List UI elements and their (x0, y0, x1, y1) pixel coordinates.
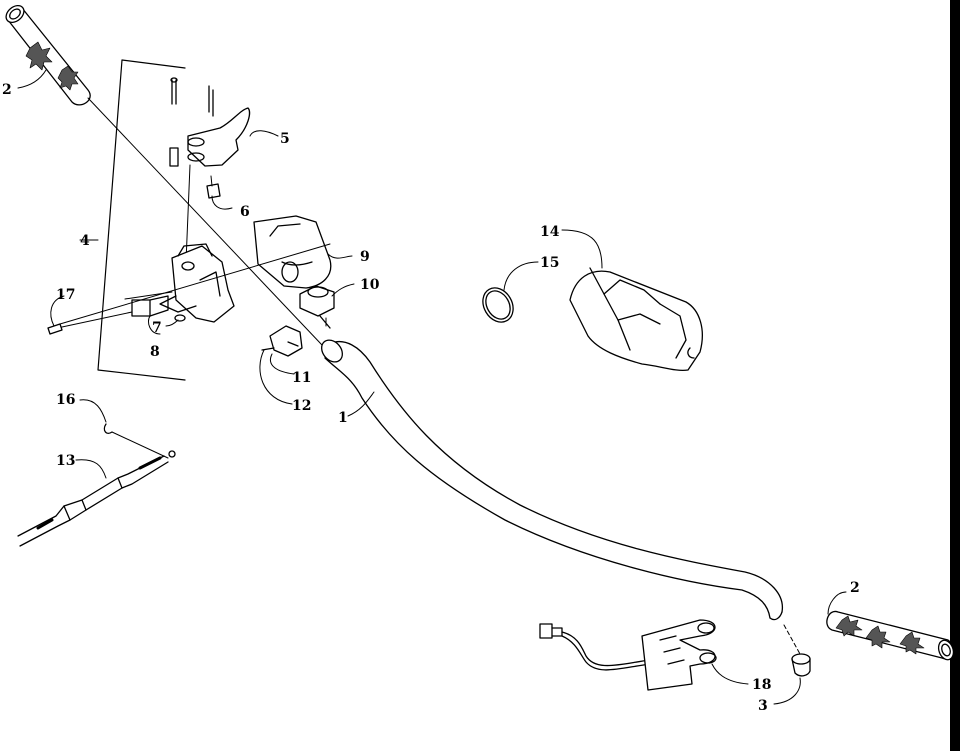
label-13: 13 (56, 453, 75, 469)
lever (169, 77, 251, 263)
clip (206, 175, 221, 199)
washer (174, 314, 186, 322)
grip-right (826, 610, 955, 661)
label-7: 7 (152, 320, 162, 336)
label-4: 4 (80, 233, 90, 249)
leader-9 (327, 253, 353, 259)
leader-2-left (17, 69, 47, 89)
leader-8 (147, 315, 161, 335)
handlebar-pad (569, 267, 703, 372)
leader-12 (259, 349, 293, 405)
throttle-cable (17, 450, 176, 547)
label-15: 15 (540, 255, 559, 271)
label-5: 5 (280, 131, 290, 147)
right-edge-bar (950, 0, 960, 751)
grip-left (5, 4, 91, 106)
callout-labels: 1 2 2 3 4 5 6 7 8 9 10 11 12 13 14 15 16… (2, 82, 860, 714)
leader-1 (347, 391, 375, 417)
label-17: 17 (56, 287, 75, 303)
ring-clamp (482, 287, 514, 323)
switch-clip (261, 325, 303, 357)
leader-17 (50, 295, 65, 327)
label-1: 1 (338, 410, 348, 426)
assembly-bracket (97, 59, 186, 381)
label-9: 9 (360, 249, 370, 265)
leader-11 (270, 353, 295, 375)
leader-lines (17, 69, 847, 705)
leader-18 (711, 663, 749, 685)
leader-centerline (87, 97, 323, 346)
leader-16 (79, 399, 107, 423)
label-6: 6 (240, 204, 250, 220)
throttle-block (299, 285, 335, 329)
screw (47, 243, 331, 335)
plate (131, 295, 169, 317)
label-16: 16 (56, 392, 75, 408)
leader-5 (249, 130, 279, 137)
leader-7 (165, 319, 179, 327)
label-2-left: 2 (2, 82, 12, 98)
leader-14 (561, 229, 603, 269)
label-3: 3 (758, 698, 768, 714)
lever-housing (124, 243, 235, 323)
end-plug (783, 624, 811, 677)
label-8: 8 (150, 344, 160, 360)
label-14: 14 (540, 224, 560, 240)
label-18: 18 (752, 677, 771, 693)
leader-3 (773, 677, 801, 705)
leader-6 (211, 195, 233, 210)
label-10: 10 (360, 277, 380, 293)
housing-cover (253, 215, 332, 289)
leader-2-right (827, 591, 847, 615)
handlebar (321, 339, 783, 621)
cable-ring (103, 423, 169, 459)
leader-15 (503, 261, 539, 291)
heater-element (539, 619, 717, 691)
label-12: 12 (292, 398, 311, 414)
leader-13 (75, 459, 107, 479)
leader-10 (331, 283, 355, 297)
label-11: 11 (292, 370, 311, 386)
label-2-right: 2 (850, 580, 860, 596)
